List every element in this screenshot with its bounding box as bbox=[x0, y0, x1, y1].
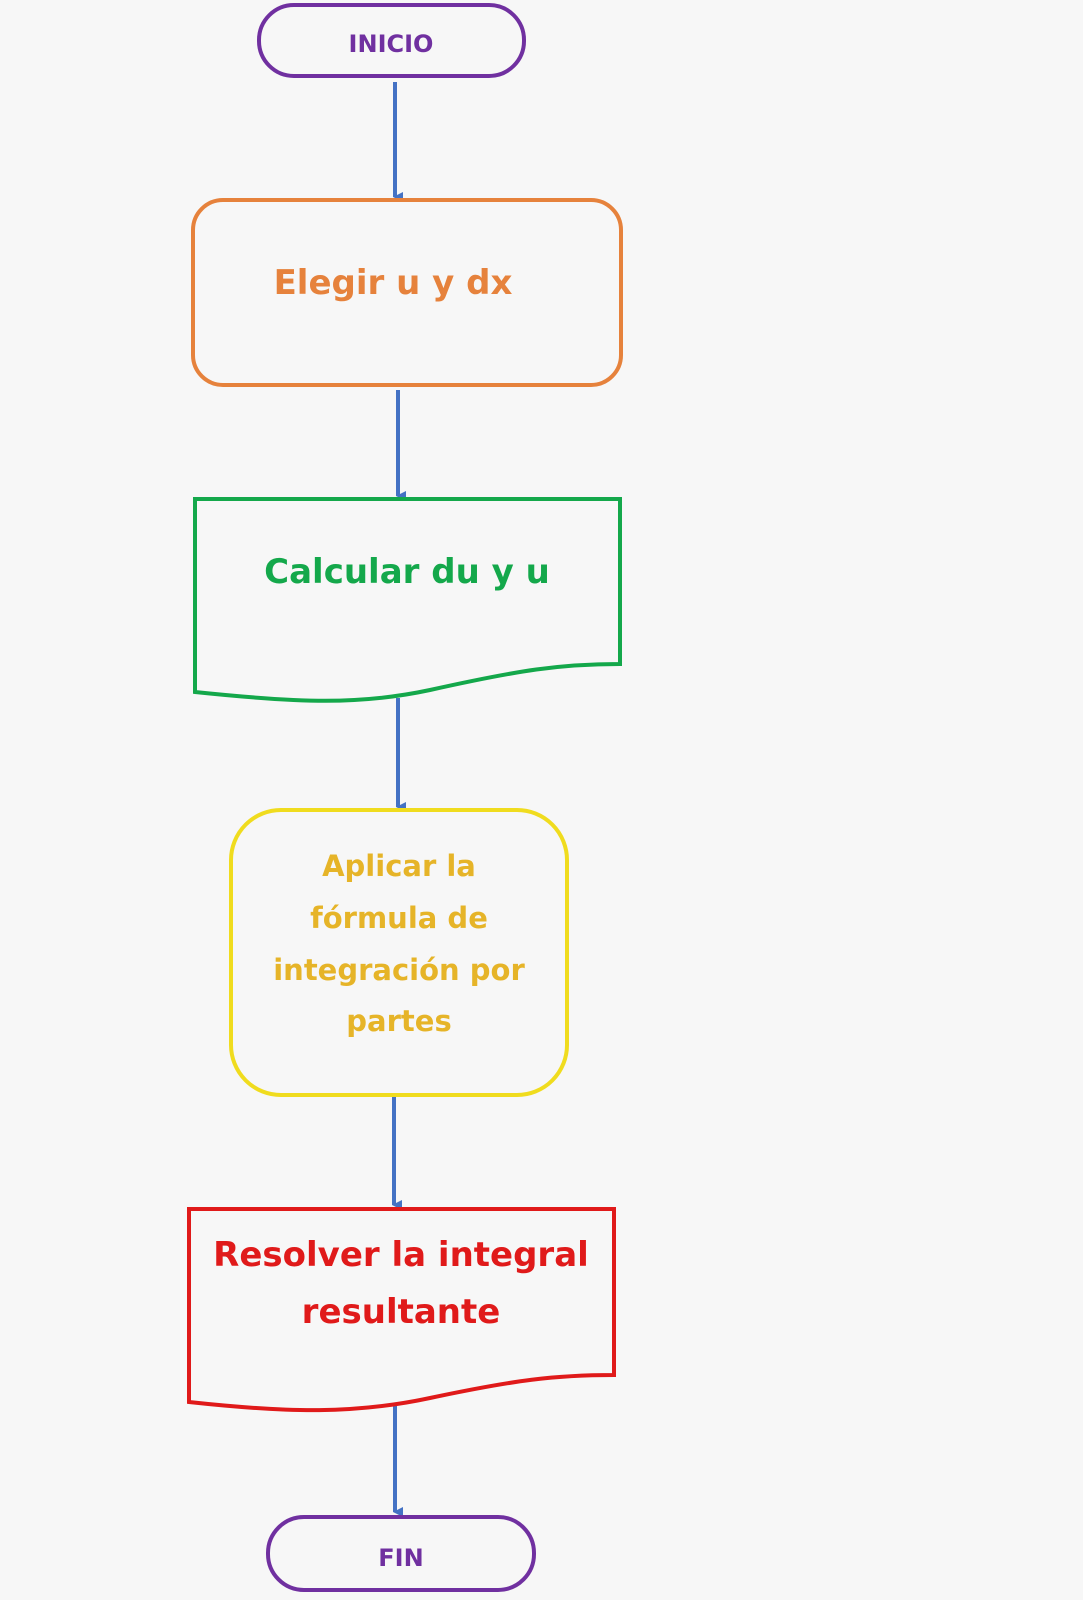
connectors bbox=[392, 82, 406, 1517]
process-choose-u-dx-label: Elegir u y dx bbox=[274, 263, 513, 303]
start-terminal-label: INICIO bbox=[349, 30, 434, 58]
start-terminal-shape bbox=[257, 3, 526, 78]
start-terminal: INICIO bbox=[257, 3, 526, 78]
document-compute-du-u-shape bbox=[193, 497, 622, 703]
document-compute-du-u: Calcular du y u bbox=[193, 497, 622, 703]
process-apply-formula-shape bbox=[229, 808, 569, 1097]
end-terminal: FIN bbox=[266, 1515, 536, 1592]
process-apply-formula-line-4: partes bbox=[346, 1004, 451, 1038]
document-solve-integral-line-1: Resolver la integral bbox=[213, 1235, 589, 1275]
process-apply-formula-line-1: Aplicar la bbox=[322, 849, 476, 883]
end-terminal-shape bbox=[266, 1515, 536, 1592]
document-solve-integral-line-2: resultante bbox=[302, 1292, 501, 1332]
process-apply-formula-line-2: fórmula de bbox=[310, 901, 488, 935]
process-choose-u-dx-shape bbox=[191, 198, 623, 387]
process-apply-formula: Aplicar la fórmula de integración por pa… bbox=[229, 808, 569, 1097]
document-solve-integral: Resolver la integral resultante bbox=[187, 1207, 616, 1413]
process-choose-u-dx: Elegir u y dx bbox=[191, 198, 623, 387]
document-compute-du-u-label: Calcular du y u bbox=[264, 552, 550, 592]
process-apply-formula-line-3: integración por bbox=[273, 953, 525, 987]
end-terminal-label: FIN bbox=[378, 1544, 423, 1572]
document-solve-integral-shape bbox=[187, 1207, 616, 1413]
